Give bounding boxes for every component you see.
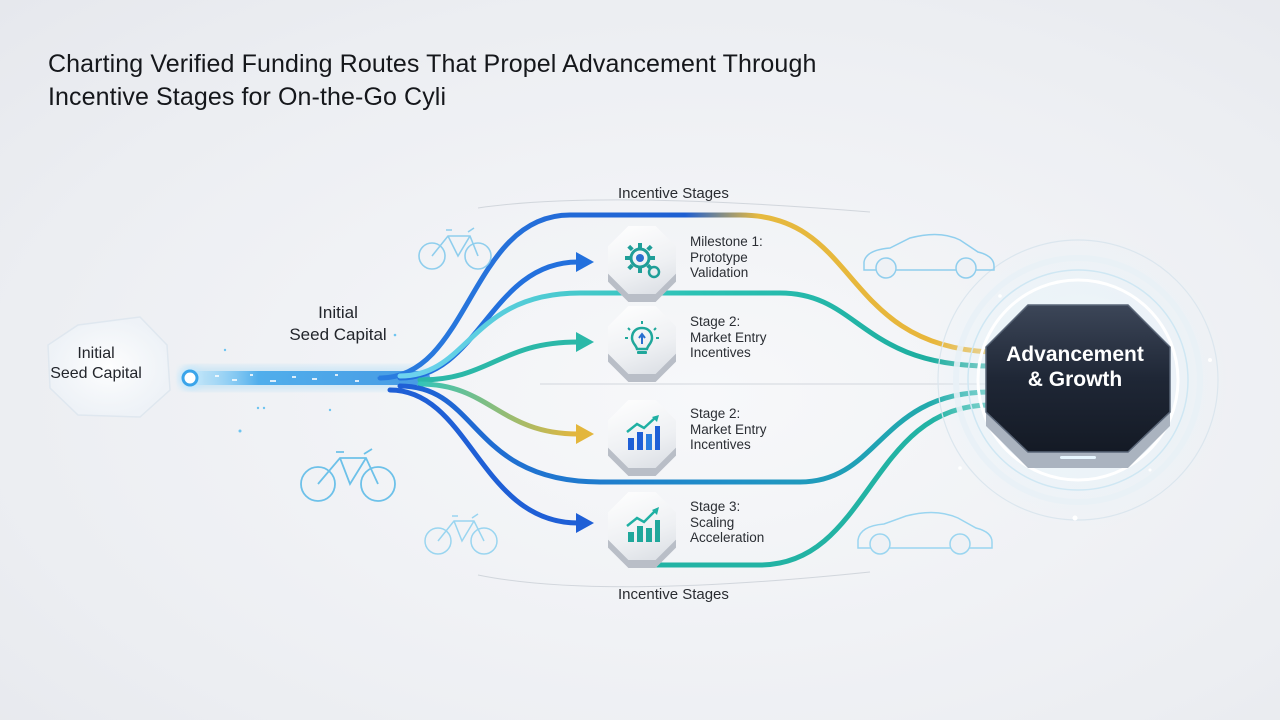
bar-chart-icon bbox=[626, 415, 660, 450]
stage-3-line-3: Incentives bbox=[690, 437, 751, 452]
bicycle-icon bbox=[300, 448, 396, 502]
stage-tile-2 bbox=[608, 306, 676, 374]
incentive-stages-bottom-label: Incentive Stages bbox=[618, 586, 729, 603]
guide-lines bbox=[477, 199, 1000, 588]
bicycle-icon bbox=[424, 513, 498, 555]
source-node bbox=[47, 316, 171, 418]
incentive-stages-top-label: Incentive Stages bbox=[618, 185, 729, 202]
stage-2-line-2: Market Entry bbox=[690, 329, 767, 345]
arrow-head-stage-2 bbox=[576, 332, 594, 352]
stage-2-label: Stage 2: Market Entry Incentives bbox=[690, 314, 767, 361]
title-line-2: Incentive Stages for On-the-Go Cyli bbox=[48, 83, 447, 111]
stage-1-line-2: Prototype bbox=[690, 249, 748, 265]
car-icon bbox=[857, 511, 993, 555]
source-line-2: Seed Capital bbox=[50, 365, 142, 382]
stage-tile-1 bbox=[608, 226, 676, 294]
stage-4-line-2: Scaling bbox=[690, 514, 735, 530]
hub-line-1: Advancement bbox=[1006, 343, 1144, 366]
hub-label: Advancement & Growth bbox=[985, 342, 1165, 392]
growth-chart-icon bbox=[626, 507, 660, 542]
stage-3-label: Stage 2: Market Entry Incentives bbox=[690, 406, 767, 453]
stage-3-line-2: Market Entry bbox=[690, 421, 767, 437]
arrow-head-stage-1 bbox=[576, 252, 594, 272]
arrow-head-stage-3 bbox=[576, 424, 594, 444]
source-label: Initial Seed Capital bbox=[46, 344, 146, 384]
hub-node bbox=[985, 304, 1171, 468]
stage-4-line-1: Stage 3: bbox=[690, 499, 741, 514]
car-icon bbox=[863, 233, 995, 279]
lightbulb-icon bbox=[625, 321, 659, 354]
page-title: Charting Verified Funding Routes That Pr… bbox=[48, 48, 948, 114]
stage-1-label: Milestone 1: Prototype Validation bbox=[690, 234, 763, 281]
stage-3-line-1: Stage 2: bbox=[690, 406, 741, 421]
seed-capital-flow-line-2: Seed Capital bbox=[289, 325, 387, 344]
stage-1-line-3: Validation bbox=[690, 265, 749, 280]
sparkles bbox=[958, 294, 1212, 521]
seed-capital-flow-line-1: Initial bbox=[318, 303, 358, 322]
seed-capital-flow-label: Initial Seed Capital bbox=[278, 302, 398, 346]
hub-line-2: & Growth bbox=[1027, 368, 1123, 391]
stage-tile-4 bbox=[608, 492, 676, 560]
stage-4-line-3: Acceleration bbox=[690, 530, 765, 545]
stage-1-line-1: Milestone 1: bbox=[690, 234, 763, 249]
arrow-head-stage-4 bbox=[576, 513, 594, 533]
bicycle-icon bbox=[418, 227, 492, 270]
title-line-1: Charting Verified Funding Routes That Pr… bbox=[48, 50, 817, 78]
arrow-heads bbox=[576, 252, 594, 533]
gear-icon bbox=[625, 243, 661, 279]
funding-beam bbox=[179, 333, 430, 433]
source-line-1: Initial bbox=[77, 345, 115, 362]
stage-2-line-1: Stage 2: bbox=[690, 314, 741, 329]
stage-2-line-3: Incentives bbox=[690, 345, 751, 360]
stage-4-label: Stage 3: Scaling Acceleration bbox=[690, 499, 764, 546]
stage-tile-3 bbox=[608, 400, 676, 468]
